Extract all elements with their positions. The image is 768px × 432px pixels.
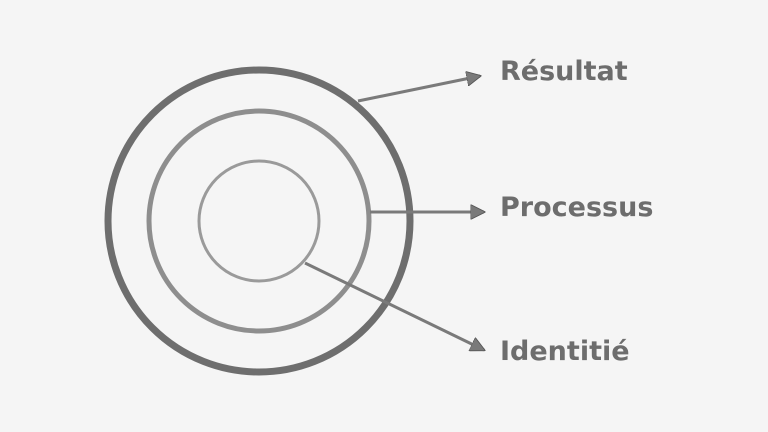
outer-arrow [357,76,480,103]
processus-label: Processus [500,192,654,223]
inner-arrow [304,261,484,352]
identite-label: Identitié [500,336,630,367]
resultat-label: Résultat [500,56,628,87]
inner-circle [197,159,321,283]
middle-circle [146,108,372,334]
outer-circle [104,66,414,376]
